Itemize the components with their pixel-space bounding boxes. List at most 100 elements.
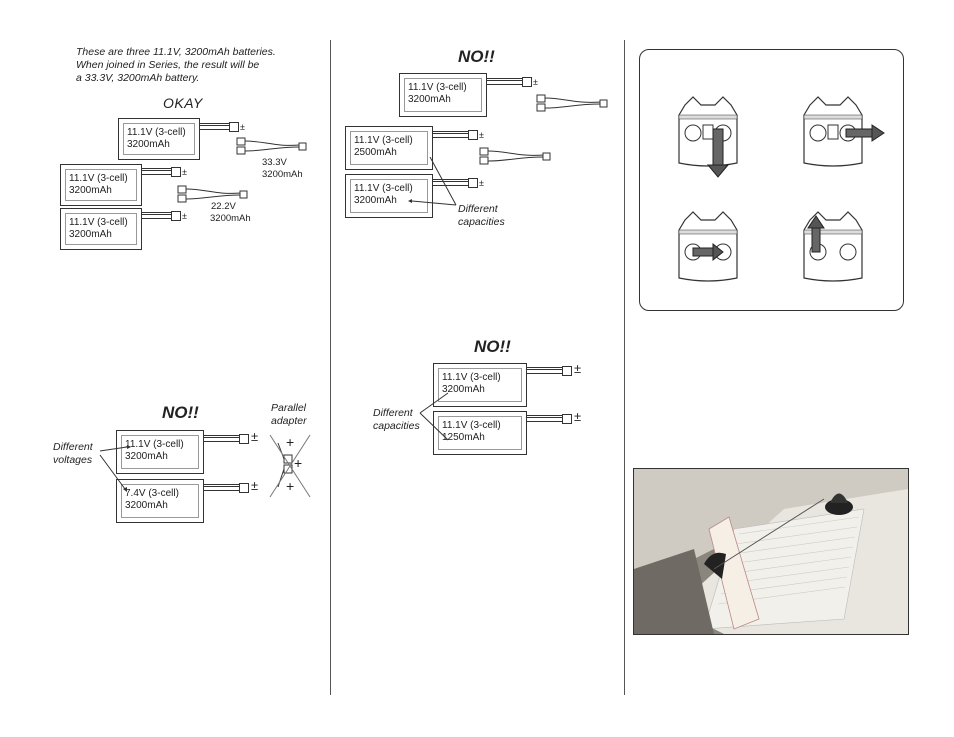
battery-lead [526,415,562,422]
intro-line-2: When joined in Series, the result will b… [76,59,260,71]
callout-arrows [408,156,457,206]
battery-okay-2: 11.1V (3-cell)3200mAh [60,164,142,206]
polarity-symbol: ± [479,178,484,188]
column-divider-left [330,40,331,695]
battery-voltage: 11.1V (3-cell) [127,127,186,138]
transmitter-icon [678,211,738,282]
battery-lead [141,212,171,219]
battery-capacity: 3200mAh [69,229,112,240]
battery-capacity: 1250mAh [442,432,485,443]
control-surface-photo [633,468,909,635]
transmitter-stick-panel [639,49,904,311]
battery-lead [203,484,239,491]
polarity-plus: + [286,478,295,494]
callout-line-1: Different [373,407,413,419]
battery-capacity-1: 11.1V (3-cell)3200mAh [399,73,487,117]
battery-okay-3: 11.1V (3-cell)3200mAh [60,208,142,250]
battery-capacity: 3200mAh [408,94,451,105]
battery-connector [229,122,239,132]
different-capacities-callout-1: Different capacities [458,203,505,229]
battery-connector [562,414,572,424]
battery-capacity-3: 11.1V (3-cell)3200mAh [345,174,433,218]
parallel-adapter-label: Parallel adapter [271,402,307,428]
battery-lead [203,435,239,442]
battery-voltage: 7.4V (3-cell) [125,488,179,499]
battery-voltage: 11.1V (3-cell) [69,217,128,228]
battery-capacity: 2500mAh [354,147,397,158]
series-result-voltage: 33.3V [262,157,287,168]
polarity-symbol: ± [182,211,187,221]
battery-lead [526,367,562,374]
polarity-symbol: ± [251,429,259,444]
battery-connector [522,77,532,87]
polarity-plus: + [286,434,295,450]
battery-connector [468,130,478,140]
okay-heading: OKAY [163,95,203,111]
battery-connector [239,434,249,444]
polarity-plus: + [294,455,303,471]
battery-lead [432,131,468,138]
battery-okay-1: 11.1V (3-cell)3200mAh [118,118,200,160]
polarity-symbol: ± [182,167,187,177]
series-result-capacity: 3200mAh [262,169,303,180]
battery-connector [171,167,181,177]
polarity-symbol: ± [251,478,259,493]
transmitter-icon [678,96,738,178]
battery-lead [199,123,229,130]
battery-connector [468,178,478,188]
battery-capacity: 3200mAh [127,139,170,150]
battery-voltage: 11.1V (3-cell) [442,372,501,383]
no-heading-capacities-1: NO!! [458,47,495,66]
battery-connector [239,483,249,493]
column-divider-right [624,40,625,695]
battery-lead [432,179,468,186]
different-voltages-callout: Different voltages [53,441,93,467]
polarity-symbol: ± [533,77,538,87]
no-heading-capacities-2: NO!! [474,337,511,356]
callout-line-2: voltages [53,454,93,466]
battery-capacity: 3200mAh [354,195,397,206]
adapter-label-line-2: adapter [271,415,307,427]
polarity-symbol: ± [240,122,245,132]
polarity-symbol: ± [574,361,582,376]
series-adapter-icon [177,185,248,203]
battery-lead [486,78,522,85]
battery-voltage: 11.1V (3-cell) [69,173,128,184]
battery-capacity-4: 11.1V (3-cell)3200mAh [433,363,527,407]
battery-capacity: 3200mAh [442,384,485,395]
series-result-capacity: 3200mAh [210,213,251,224]
callout-arrows [99,445,131,492]
parallel-adapter-crossed-icon [269,434,311,498]
callout-line-2: capacities [373,420,420,432]
battery-voltage: 11.1V (3-cell) [354,135,413,146]
callout-line-1: Different [458,203,498,215]
battery-capacity-2: 11.1V (3-cell)2500mAh [345,126,433,170]
battery-voltage-2: 7.4V (3-cell)3200mAh [116,479,204,523]
series-result-voltage: 22.2V [211,201,236,212]
battery-voltage: 11.1V (3-cell) [125,439,184,450]
battery-capacity: 3200mAh [125,451,168,462]
battery-capacity: 3200mAh [125,500,168,511]
callout-arrows [419,392,449,441]
transmitter-icon [803,211,863,282]
callout-line-2: capacities [458,216,505,228]
battery-connector [562,366,572,376]
battery-lead [141,168,171,175]
battery-voltage: 11.1V (3-cell) [442,420,501,431]
battery-capacity: 3200mAh [69,185,112,196]
battery-voltage-1: 11.1V (3-cell)3200mAh [116,430,204,474]
battery-voltage: 11.1V (3-cell) [408,82,467,93]
different-capacities-callout-2: Different capacities [373,407,420,433]
series-adapter-icon [236,137,307,155]
control-throw-photo-image [634,469,908,634]
battery-connector [171,211,181,221]
polarity-symbol: ± [479,130,484,140]
callout-line-1: Different [53,441,93,453]
intro-text: These are three 11.1V, 3200mAh batteries… [76,46,326,85]
series-adapter-icon [479,147,551,165]
intro-line-1: These are three 11.1V, 3200mAh batteries… [76,46,276,58]
no-heading-voltages: NO!! [162,403,199,422]
adapter-label-line-1: Parallel [271,402,307,414]
intro-line-3: a 33.3V, 3200mAh battery. [76,72,200,84]
battery-voltage: 11.1V (3-cell) [354,183,413,194]
